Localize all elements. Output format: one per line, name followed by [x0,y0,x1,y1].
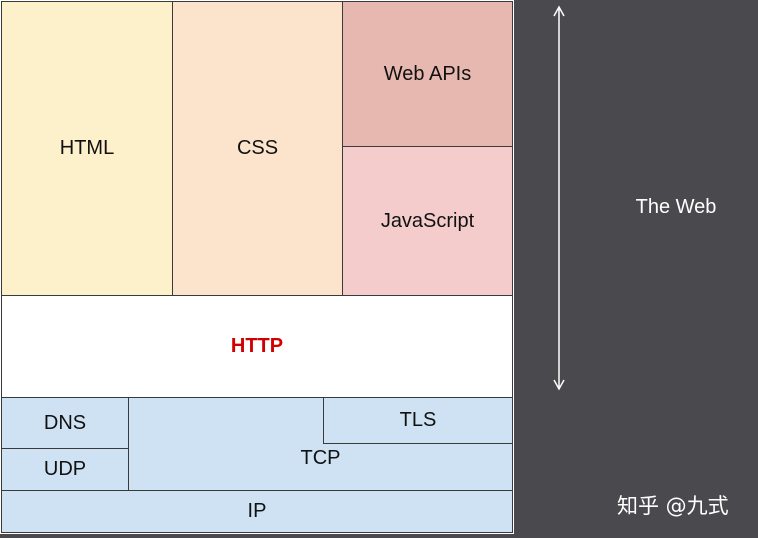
double-arrow-icon [553,5,565,391]
the-web-label: The Web [635,196,717,218]
javascript-layer: JavaScript [342,146,513,296]
ip-layer: IP [1,490,513,533]
watermark: 知乎 @九式 [617,494,729,518]
http-layer: HTTP [1,295,513,398]
tls-layer: TLS [323,397,513,444]
web-apis-layer: Web APIs [342,1,513,147]
html-layer: HTML [1,1,173,296]
protocol-stack-diagram: HTML CSS Web APIs JavaScript HTTP DNS UD… [0,0,514,534]
css-layer: CSS [172,1,343,296]
udp-layer: UDP [1,448,129,491]
dns-layer: DNS [1,397,129,449]
